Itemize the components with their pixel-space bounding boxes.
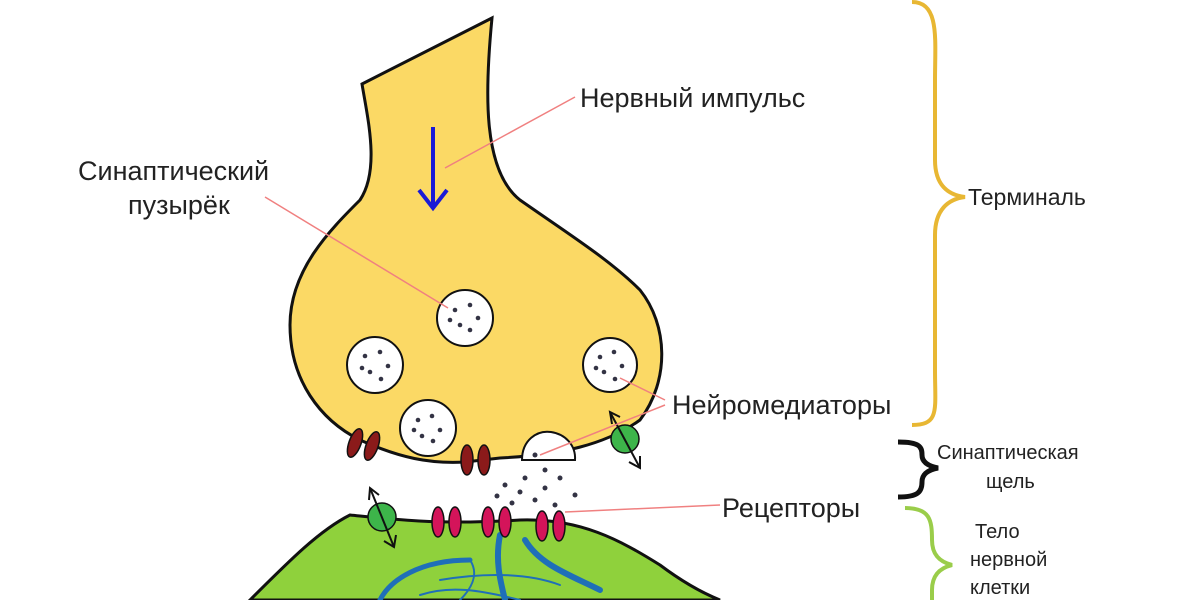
terminal-brace — [911, 0, 966, 427]
receptors — [431, 506, 566, 542]
pointer-lines — [264, 96, 721, 513]
vesicle — [582, 337, 638, 393]
label-neurotransmitters: Нейромедиаторы — [672, 390, 891, 420]
label-synaptic-vesicle-line1: Синаптический — [78, 156, 269, 186]
vesicle — [436, 289, 494, 347]
label-cell-body-line3: клетки — [970, 577, 1030, 599]
label-cell-body-line1: Тело — [975, 521, 1020, 543]
label-synaptic-vesicle-line2: пузырёк — [128, 190, 230, 220]
label-synaptic-cleft-line2: щель — [986, 471, 1035, 493]
synaptic-cleft-brace — [897, 439, 939, 500]
vesicle — [399, 399, 457, 457]
vesicle — [346, 336, 404, 394]
label-synaptic-cleft-line1: Синаптическая — [937, 442, 1079, 464]
nerve-impulse-arrow — [417, 127, 449, 212]
cell-body-brace — [904, 506, 953, 600]
dendrite-network — [377, 532, 603, 600]
label-receptors: Рецепторы — [722, 493, 860, 523]
presynaptic-channels — [346, 428, 491, 476]
label-cell-body-line2: нервной — [970, 549, 1047, 571]
label-terminal: Терминаль — [968, 184, 1086, 210]
label-nerve-impulse: Нервный импульс — [580, 83, 805, 113]
transporter-postsynaptic — [367, 486, 397, 549]
synaptic-vesicles — [346, 289, 638, 457]
transporter-presynaptic — [608, 410, 641, 470]
released-neurotransmitters — [494, 452, 578, 508]
